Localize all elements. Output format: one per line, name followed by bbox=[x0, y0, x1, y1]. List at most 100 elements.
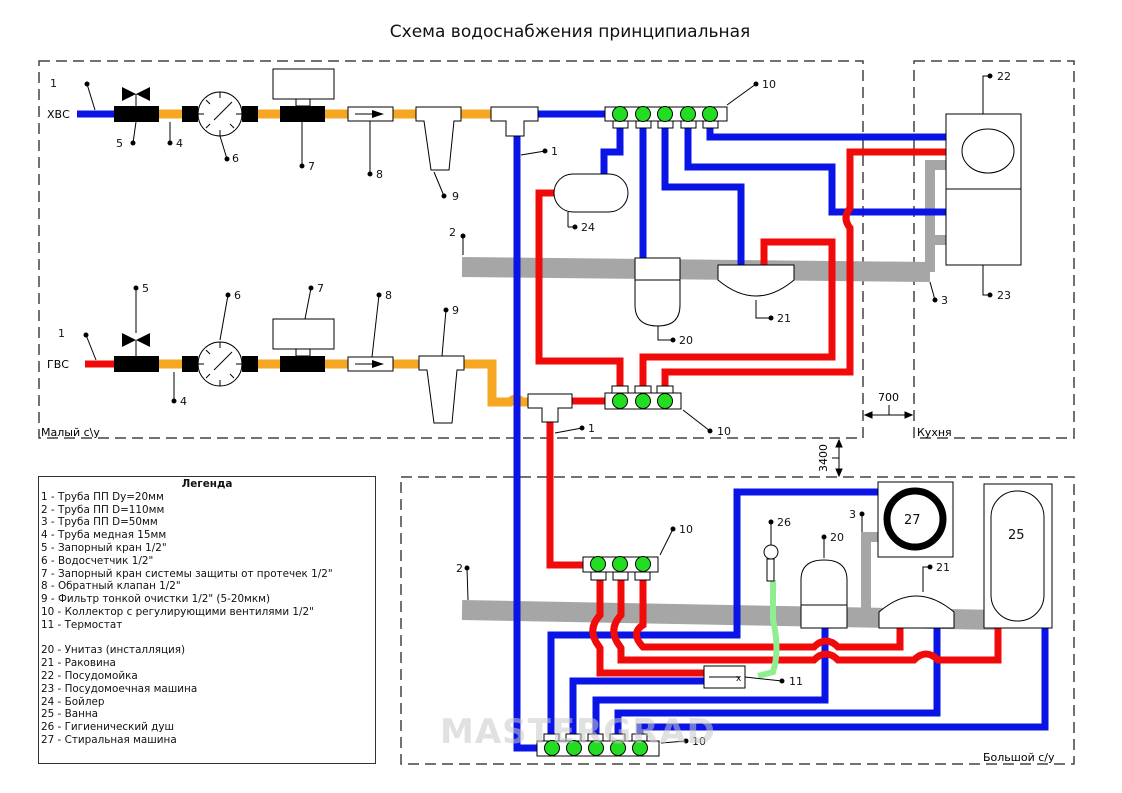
callout-26: 26 bbox=[777, 516, 791, 529]
hot-to-kitchen bbox=[661, 148, 946, 388]
dimension-3400 bbox=[832, 438, 843, 478]
sewer-pipe-110-small bbox=[461, 257, 931, 282]
legend-fixture: 24 - Бойлер bbox=[41, 695, 105, 708]
sewer-pipe-50-kitchen bbox=[925, 160, 946, 272]
room-label-big-bathroom: Большой с/у bbox=[983, 751, 1055, 764]
callout-2: 2 bbox=[449, 226, 456, 239]
cold-riser bbox=[513, 136, 540, 752]
fine-filter-cold bbox=[415, 106, 462, 171]
callout-labels: 1 5 4 6 7 8 9 1 10 24 2 20 21 22 23 3 1 … bbox=[50, 70, 1025, 748]
callout-10: 10 bbox=[692, 735, 706, 748]
cold-line-equipment bbox=[114, 68, 539, 171]
callout-1: 1 bbox=[50, 77, 57, 90]
legend-item: 10 - Коллектор с регулирующими вентилями… bbox=[41, 605, 314, 618]
callout-10: 10 bbox=[679, 523, 693, 536]
callout-3: 3 bbox=[849, 508, 856, 521]
callout-20: 20 bbox=[830, 531, 844, 544]
cold-to-dishwasher bbox=[684, 128, 946, 216]
hot-to-sink-big bbox=[633, 580, 904, 651]
callout-10: 10 bbox=[717, 425, 731, 438]
cold-to-toilet-big bbox=[592, 628, 829, 740]
dimension-3400-label: 3400 bbox=[817, 444, 830, 472]
legend-item: 1 - Труба ПП Dy=20мм bbox=[41, 490, 164, 503]
cold-to-boiler bbox=[600, 128, 624, 176]
callout-1: 1 bbox=[551, 145, 558, 158]
callout-4: 4 bbox=[180, 395, 187, 408]
room-label-small-bathroom: Малый с\у bbox=[41, 426, 100, 439]
toilet-small bbox=[634, 257, 681, 327]
legend-item: 11 - Термостат bbox=[41, 618, 123, 631]
callout-3: 3 bbox=[941, 294, 948, 307]
svg-text:x: x bbox=[736, 674, 742, 684]
manifold-cold-big bbox=[536, 733, 660, 757]
leader-lines bbox=[83, 73, 993, 744]
callout-7: 7 bbox=[308, 160, 315, 173]
legend-item: 5 - Запорный кран 1/2" bbox=[41, 541, 167, 554]
manifold-hot-big bbox=[582, 556, 659, 581]
hot-to-shower bbox=[589, 580, 704, 677]
cold-to-sink bbox=[661, 128, 745, 265]
callout-9: 9 bbox=[452, 190, 459, 203]
room-boundaries bbox=[38, 60, 1075, 765]
hot-to-sink bbox=[639, 238, 836, 388]
tee-cold bbox=[490, 106, 539, 137]
hygienic-shower bbox=[763, 544, 779, 582]
leak-controller-cold bbox=[272, 68, 335, 100]
legend-item: 4 - Труба медная 15мм bbox=[41, 529, 167, 542]
callout-1: 1 bbox=[588, 422, 595, 435]
boiler bbox=[553, 173, 629, 213]
hot-riser bbox=[546, 422, 588, 569]
fine-filter-hot bbox=[418, 355, 465, 424]
hot-from-boiler bbox=[535, 189, 624, 388]
leak-protection-valve-cold bbox=[280, 106, 325, 122]
callout-27: 27 bbox=[904, 513, 921, 528]
callout-2: 2 bbox=[456, 562, 463, 575]
cold-to-shower bbox=[569, 677, 704, 740]
sink-small bbox=[717, 264, 795, 297]
callout-21: 21 bbox=[777, 312, 791, 325]
manifold-hot-small bbox=[604, 385, 682, 410]
callout-10: 10 bbox=[762, 78, 776, 91]
legend-fixture: 25 - Ванна bbox=[41, 708, 99, 721]
washing-machine bbox=[877, 481, 954, 558]
dimension-700-label: 700 bbox=[878, 391, 899, 404]
legend-fixture: 27 - Стиральная машина bbox=[41, 733, 177, 746]
callout-9: 9 bbox=[452, 304, 459, 317]
shutoff-valve-cold bbox=[114, 106, 159, 122]
callout-1: 1 bbox=[58, 327, 65, 340]
callout-11: 11 bbox=[789, 675, 803, 688]
room-small-bathroom bbox=[38, 60, 864, 439]
callout-5: 5 bbox=[116, 137, 123, 150]
hot-water-pipes bbox=[85, 148, 1002, 677]
cold-to-sink-big bbox=[614, 628, 941, 740]
legend-fixture: 20 - Унитаз (инсталляция) bbox=[41, 644, 186, 657]
leak-controller-hot bbox=[272, 318, 335, 350]
room-kitchen bbox=[913, 60, 1075, 439]
cold-to-washer bbox=[547, 488, 880, 740]
sink-big bbox=[878, 595, 955, 629]
hot-inlet-label: ГВС bbox=[47, 358, 69, 371]
legend: Легенда 1 - Труба ПП Dy=20мм 2 - Труба П… bbox=[38, 476, 376, 764]
manifold-cold-top bbox=[604, 106, 728, 129]
callout-20: 20 bbox=[679, 334, 693, 347]
callout-7: 7 bbox=[317, 282, 324, 295]
legend-fixture: 22 - Посудомойка bbox=[41, 669, 138, 682]
legend-item: 8 - Обратный клапан 1/2" bbox=[41, 580, 181, 593]
legend-item: 3 - Труба ПП D=50мм bbox=[41, 516, 158, 529]
legend-item: 9 - Фильтр тонкой очистки 1/2" (5-20мкм) bbox=[41, 593, 271, 606]
sewer-pipe-50-washer bbox=[861, 532, 880, 615]
diagram-title: Схема водоснабжения принципиальная bbox=[389, 22, 751, 42]
callout-6: 6 bbox=[232, 152, 239, 165]
watermark: MASTERGRAD bbox=[440, 712, 716, 752]
hot-line-equipment bbox=[114, 318, 573, 424]
shower-hose bbox=[757, 580, 780, 679]
callout-8: 8 bbox=[376, 168, 383, 181]
cold-inlet-label: ХВС bbox=[47, 108, 70, 121]
shutoff-valve-hot bbox=[114, 356, 159, 372]
callout-25: 25 bbox=[1008, 528, 1025, 543]
legend-item: 2 - Труба ПП D=110мм bbox=[41, 503, 165, 516]
callout-8: 8 bbox=[385, 289, 392, 302]
thermostat: x bbox=[703, 665, 746, 689]
callout-23: 23 bbox=[997, 289, 1011, 302]
